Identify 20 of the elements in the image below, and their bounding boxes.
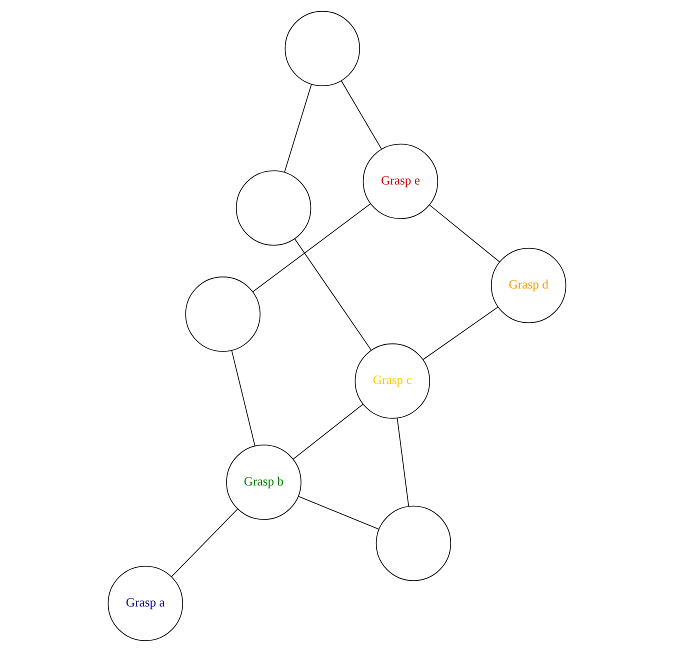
connector	[422, 306, 498, 360]
connector	[284, 84, 312, 173]
connector	[294, 238, 372, 351]
node-circle: Grasp c	[354, 343, 430, 419]
connector	[429, 204, 500, 262]
connector	[292, 404, 364, 460]
node-circle	[236, 170, 312, 246]
node-circle	[284, 10, 360, 86]
connector	[252, 203, 371, 292]
connector	[396, 418, 410, 507]
connector	[231, 350, 256, 446]
node-circle: Grasp a	[108, 566, 184, 642]
node-circle: Grasp d	[490, 248, 566, 324]
connector	[171, 508, 238, 578]
node-circle: Grasp e	[362, 144, 438, 220]
node-circle	[185, 276, 261, 352]
node-circle: Grasp b	[226, 444, 302, 520]
connector	[341, 80, 382, 150]
connector	[298, 496, 380, 530]
node-circle	[376, 506, 452, 581]
